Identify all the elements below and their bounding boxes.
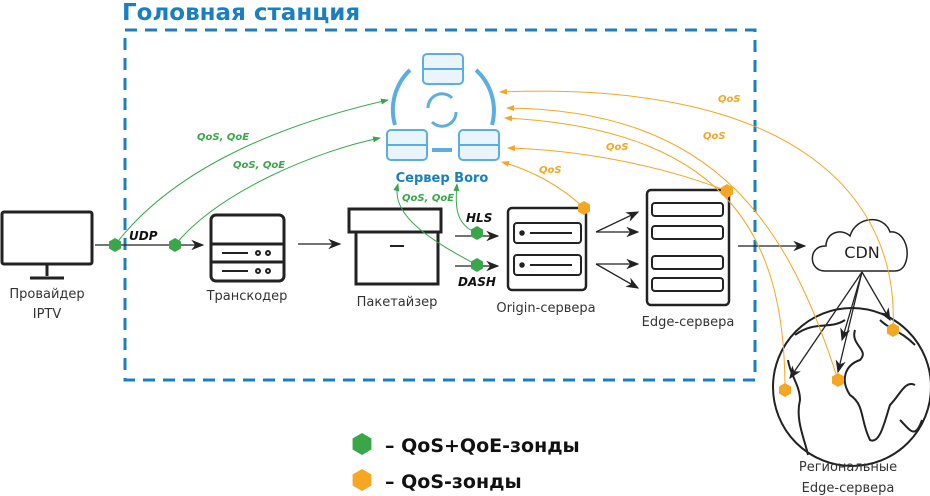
boro-server-label: Сервер Boro	[396, 171, 489, 186]
origin-server-icon	[506, 206, 588, 292]
provider-label: Провайдер	[9, 287, 84, 302]
server-rack-icon	[645, 188, 731, 307]
qos-qoe-label: QoS, QoE	[402, 193, 454, 204]
regional-label: Региональные	[799, 460, 897, 475]
head-end-boundary	[123, 28, 757, 382]
cdn-label: CDN	[844, 243, 879, 262]
orange-probe-icon	[887, 323, 899, 337]
green-probe-icon	[471, 258, 483, 272]
cloud-icon	[811, 218, 908, 272]
legend-qos-label: – QoS-зонды	[385, 471, 522, 493]
orange-probe-legend-icon	[352, 469, 372, 491]
transcoder-label: Транскодер	[206, 289, 288, 304]
edge-label: Edge-сервера	[642, 315, 735, 330]
qos-qoe-label: QoS, QoE	[233, 160, 285, 171]
udp-label: UDP	[129, 229, 158, 243]
qos-label: QoS	[606, 142, 629, 153]
box-icon	[347, 207, 443, 286]
green-probe-legend-icon	[352, 433, 372, 455]
dash-label: DASH	[458, 275, 496, 289]
provider-label-2: IPTV	[33, 307, 62, 322]
legend-qoe-label: – QoS+QoE-зонды	[385, 435, 580, 457]
legend: – QoS+QoE-зонды – QoS-зонды	[352, 433, 580, 493]
qos-label: QoS	[539, 165, 562, 176]
qos-qoe-label: QoS, QoE	[197, 132, 249, 143]
globe-icon	[772, 307, 930, 467]
qos-flows	[499, 88, 894, 391]
regional-label-2: Edge-сервера	[802, 481, 895, 496]
monitor-icon	[0, 210, 94, 280]
packager-label: Пакетайзер	[357, 295, 438, 310]
qos-label: QoS	[703, 131, 726, 142]
transcoder-icon	[209, 213, 286, 283]
orange-probe-icon	[578, 201, 590, 215]
head-end-title: Головная станция	[122, 0, 360, 26]
origin-label: Origin-сервера	[496, 301, 595, 316]
server-cluster-icon	[386, 53, 500, 161]
hls-label: HLS	[466, 211, 492, 225]
qos-label: QoS	[718, 94, 741, 105]
orange-probe-icon	[832, 373, 844, 387]
orange-probe-icon	[779, 383, 791, 397]
green-probe-icon	[471, 226, 483, 240]
